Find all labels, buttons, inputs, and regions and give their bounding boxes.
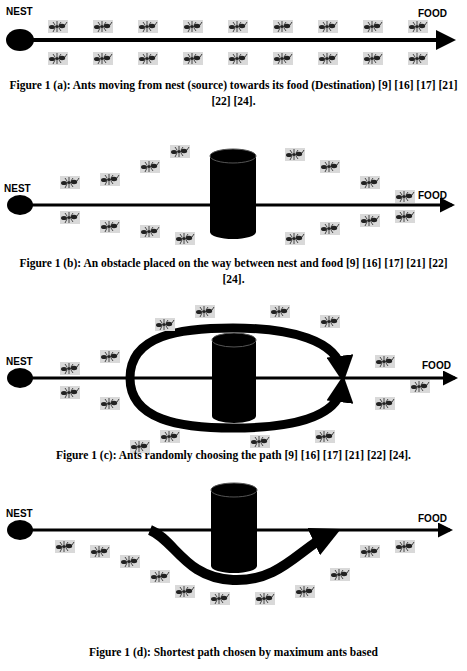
ant-icon bbox=[48, 20, 68, 33]
ant-icon bbox=[90, 545, 110, 558]
ant-icon bbox=[250, 435, 270, 448]
ant-icon bbox=[395, 190, 415, 203]
ant-icon bbox=[375, 397, 395, 410]
ant-icon bbox=[363, 20, 383, 33]
ant-icon bbox=[320, 222, 340, 235]
ant-icon bbox=[228, 52, 248, 65]
place-label: FOOD bbox=[422, 360, 451, 371]
figure-caption: Figure 1 (b): An obstacle placed on the … bbox=[8, 256, 459, 287]
ant-icon bbox=[138, 20, 158, 33]
ant-icon bbox=[273, 52, 293, 65]
ant-icon bbox=[55, 540, 75, 553]
ant-icon bbox=[100, 173, 120, 186]
ant-icon bbox=[155, 318, 175, 331]
ant-icon bbox=[360, 545, 380, 558]
ant-icon bbox=[60, 176, 80, 189]
ant-icon bbox=[270, 305, 290, 318]
ant-icon bbox=[285, 232, 305, 245]
ant-icon bbox=[320, 160, 340, 173]
place-label: NEST bbox=[6, 508, 33, 519]
figure-caption: Figure 1 (d): Shortest path chosen by ma… bbox=[8, 645, 459, 661]
panel-c bbox=[7, 328, 455, 428]
ant-icon bbox=[60, 362, 80, 375]
ant-icon bbox=[360, 214, 380, 227]
place-label: NEST bbox=[4, 183, 31, 194]
ant-icon bbox=[93, 52, 113, 65]
ant-icon bbox=[160, 430, 180, 443]
ant-icon bbox=[175, 232, 195, 245]
place-label: FOOD bbox=[418, 190, 447, 201]
ant-icon bbox=[408, 52, 428, 65]
ant-icon bbox=[375, 355, 395, 368]
ant-icon bbox=[315, 430, 335, 443]
place-label: NEST bbox=[6, 6, 33, 17]
ant-icon bbox=[195, 305, 215, 318]
ant-icon bbox=[140, 225, 160, 238]
panel-b bbox=[7, 149, 452, 239]
obstacle-cylinder bbox=[212, 333, 256, 423]
ant-icon bbox=[210, 592, 230, 605]
ant-icon bbox=[295, 585, 315, 598]
ant-icon bbox=[318, 52, 338, 65]
ant-icon bbox=[330, 568, 350, 581]
obstacle-cylinder bbox=[211, 483, 257, 573]
ant-icon bbox=[100, 220, 120, 233]
ant-icon bbox=[140, 160, 160, 173]
ant-icon bbox=[183, 20, 203, 33]
ant-icon bbox=[93, 20, 113, 33]
figure-caption: Figure 1 (a): Ants moving from nest (sou… bbox=[8, 78, 459, 109]
ant-icon bbox=[228, 20, 248, 33]
ant-icons bbox=[48, 20, 430, 605]
ant-icon bbox=[363, 52, 383, 65]
ant-icon bbox=[285, 148, 305, 161]
ant-icon bbox=[138, 52, 158, 65]
ant-icon bbox=[255, 592, 275, 605]
place-label: FOOD bbox=[418, 513, 447, 524]
ant-icon bbox=[395, 210, 415, 223]
ant-icon bbox=[410, 380, 430, 393]
panel-d bbox=[7, 483, 450, 580]
ant-icon bbox=[183, 52, 203, 65]
figure-caption: Figure 1 (c): Ants randomly choosing the… bbox=[8, 448, 459, 464]
ant-icon bbox=[100, 397, 120, 410]
ant-icon bbox=[273, 20, 293, 33]
place-label: NEST bbox=[6, 356, 33, 367]
ant-icon bbox=[408, 20, 428, 33]
ant-icon bbox=[60, 211, 80, 224]
ant-icon bbox=[48, 52, 68, 65]
obstacle-cylinder bbox=[210, 149, 256, 239]
ant-icon bbox=[60, 386, 80, 399]
ant-icon bbox=[150, 570, 170, 583]
ant-icon bbox=[170, 145, 190, 158]
ant-icon bbox=[360, 176, 380, 189]
place-label: FOOD bbox=[418, 8, 447, 19]
ant-icon bbox=[175, 585, 195, 598]
ant-icon bbox=[318, 20, 338, 33]
ant-icon bbox=[100, 350, 120, 363]
ant-icon bbox=[120, 555, 140, 568]
ant-icon bbox=[320, 315, 340, 328]
ant-icon bbox=[395, 540, 415, 553]
